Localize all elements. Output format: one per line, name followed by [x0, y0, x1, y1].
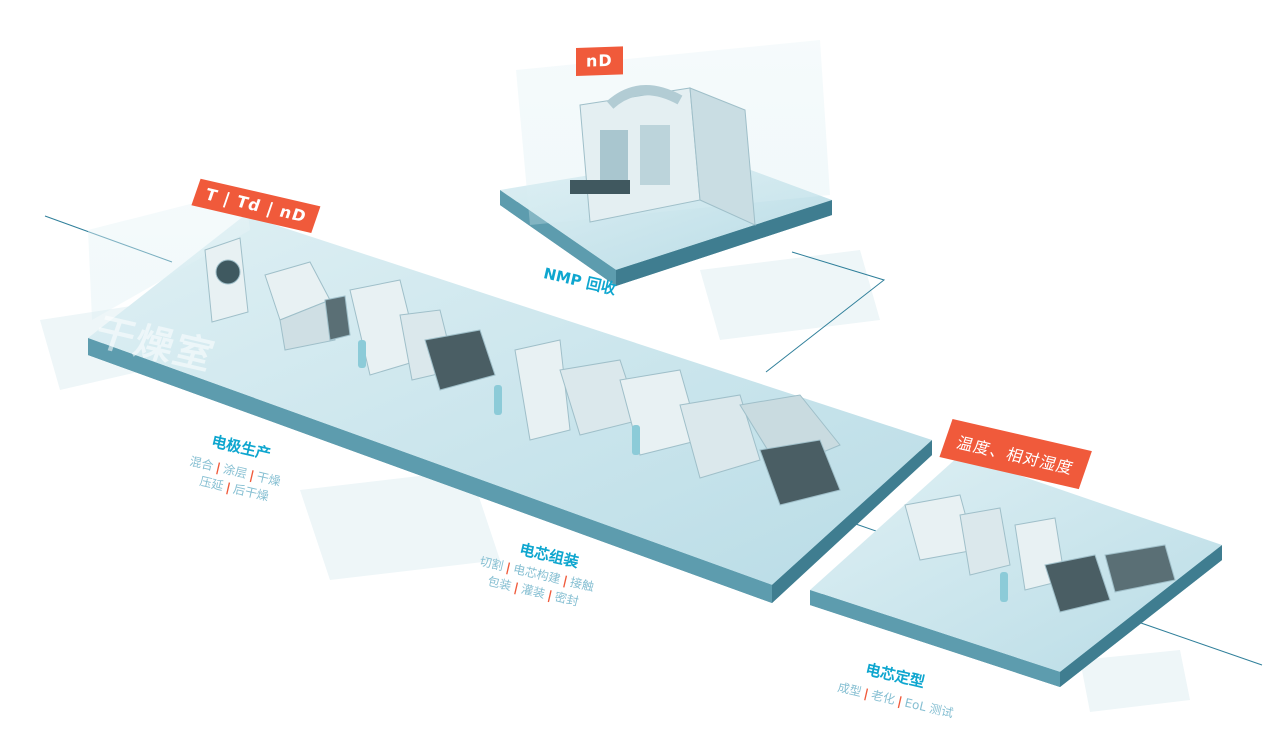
nmp-machine	[570, 85, 756, 226]
background-tiles	[40, 250, 1190, 712]
nmp-measure-tag: nD	[576, 46, 623, 76]
nmp-platform	[500, 40, 832, 286]
workers	[358, 340, 1008, 602]
electrode-machines	[204, 237, 841, 506]
formation-machines	[904, 494, 1176, 613]
